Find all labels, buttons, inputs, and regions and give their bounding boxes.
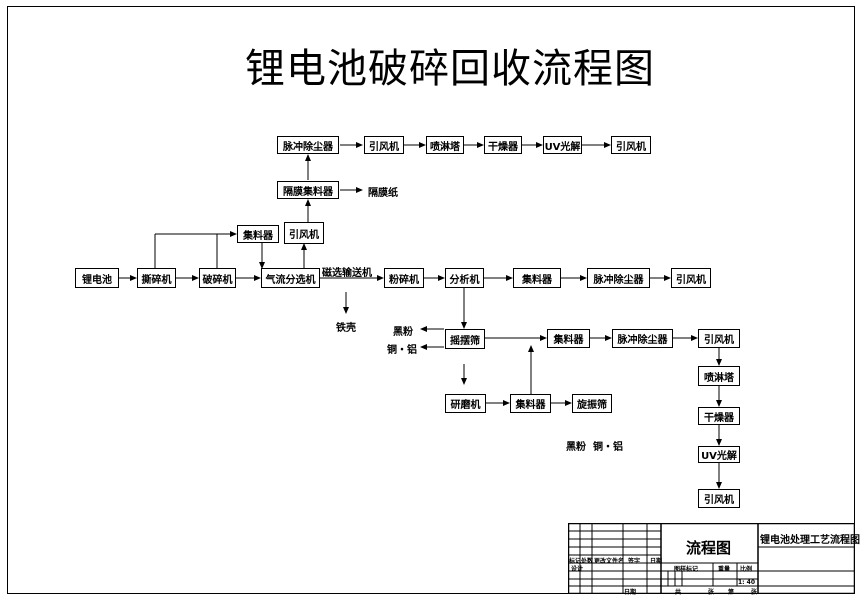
label-separator-paper: 隔膜纸 xyxy=(368,188,398,199)
node-collector-3: 集料器 xyxy=(547,329,590,348)
title-block-count: 处数 xyxy=(581,558,594,565)
node-fan-2: 引风机 xyxy=(611,136,651,154)
node-uv-2: UV光解 xyxy=(698,446,740,463)
title-block-drawing-name: 流程图 xyxy=(686,539,732,557)
title-block-date-col: 日期 xyxy=(650,558,663,565)
title-block-sheet-suffix: 张 xyxy=(751,589,758,596)
node-pulse-dust-2: 脉冲除尘器 xyxy=(587,268,650,288)
title-block-ratio-value: 1: 40 xyxy=(738,579,756,586)
title-block-stage-mark: 图样标记 xyxy=(674,566,699,573)
label-copper-aluminum-1: 铜・铝 xyxy=(387,345,417,356)
label-iron-shell: 铁壳 xyxy=(336,323,356,334)
node-pulse-dust-1: 脉冲除尘器 xyxy=(277,136,339,154)
node-spray-tower-2: 喷淋塔 xyxy=(698,366,740,386)
node-rotary-screen: 旋振筛 xyxy=(572,394,612,413)
title-block-grid xyxy=(568,523,855,594)
node-pulverizer: 粉碎机 xyxy=(384,268,424,288)
label-graphite-2: 黑粉 xyxy=(566,442,586,453)
title-block-mark: 标记 xyxy=(569,558,582,565)
node-collector-2: 集料器 xyxy=(513,268,561,288)
node-analyzer: 分析机 xyxy=(445,268,484,288)
node-airflow-separator: 气流分选机 xyxy=(261,268,320,288)
title-block: 流程图 锂电池处理工艺流程图 标记 处数 更改文件名 签字 日期 设计 图样标记… xyxy=(568,523,860,596)
node-fan-3: 引风机 xyxy=(671,268,711,288)
node-spray-tower-1: 喷淋塔 xyxy=(426,136,464,154)
node-shaker-screen: 摇摆筛 xyxy=(445,329,485,349)
drawing-frame xyxy=(7,6,855,594)
node-pulse-dust-3: 脉冲除尘器 xyxy=(612,329,673,348)
node-battery: 锂电池 xyxy=(75,268,119,288)
title-block-project: 锂电池处理工艺流程图 xyxy=(760,535,860,546)
label-magnetic-conveyor: 磁选输送机 xyxy=(322,268,372,279)
node-uv-1: UV光解 xyxy=(543,136,582,154)
node-collector-4: 集料器 xyxy=(510,394,551,413)
title-block-date: 日期 xyxy=(624,589,637,596)
title-block-total: 共 xyxy=(675,589,682,596)
node-collector-top: 集料器 xyxy=(237,225,279,243)
node-crusher: 破碎机 xyxy=(199,268,236,288)
diagram-title: 锂电池破碎回收流程图 xyxy=(245,46,655,92)
node-grinder: 研磨机 xyxy=(445,394,486,413)
node-shredder: 撕碎机 xyxy=(137,268,176,288)
title-block-sheets: 张 xyxy=(708,589,715,596)
node-dryer-2: 干燥器 xyxy=(698,407,740,425)
title-block-weight: 重量 xyxy=(718,566,731,573)
node-dryer-1: 干燥器 xyxy=(484,136,522,154)
label-copper-aluminum-2: 铜・铝 xyxy=(593,442,623,453)
title-block-design: 设计 xyxy=(571,566,584,573)
title-block-sign: 签字 xyxy=(628,558,641,565)
title-block-ratio-label: 比例 xyxy=(740,566,753,573)
title-block-change-doc: 更改文件名 xyxy=(594,558,625,565)
node-fan-5: 引风机 xyxy=(698,489,740,508)
title-block-sheet-no: 第 xyxy=(728,589,735,596)
node-fan-top: 引风机 xyxy=(284,222,324,244)
node-fan-1: 引风机 xyxy=(364,136,404,154)
node-separator-collector: 隔膜集料器 xyxy=(277,181,339,199)
node-fan-4: 引风机 xyxy=(698,329,740,348)
label-graphite-1: 黑粉 xyxy=(393,327,413,338)
